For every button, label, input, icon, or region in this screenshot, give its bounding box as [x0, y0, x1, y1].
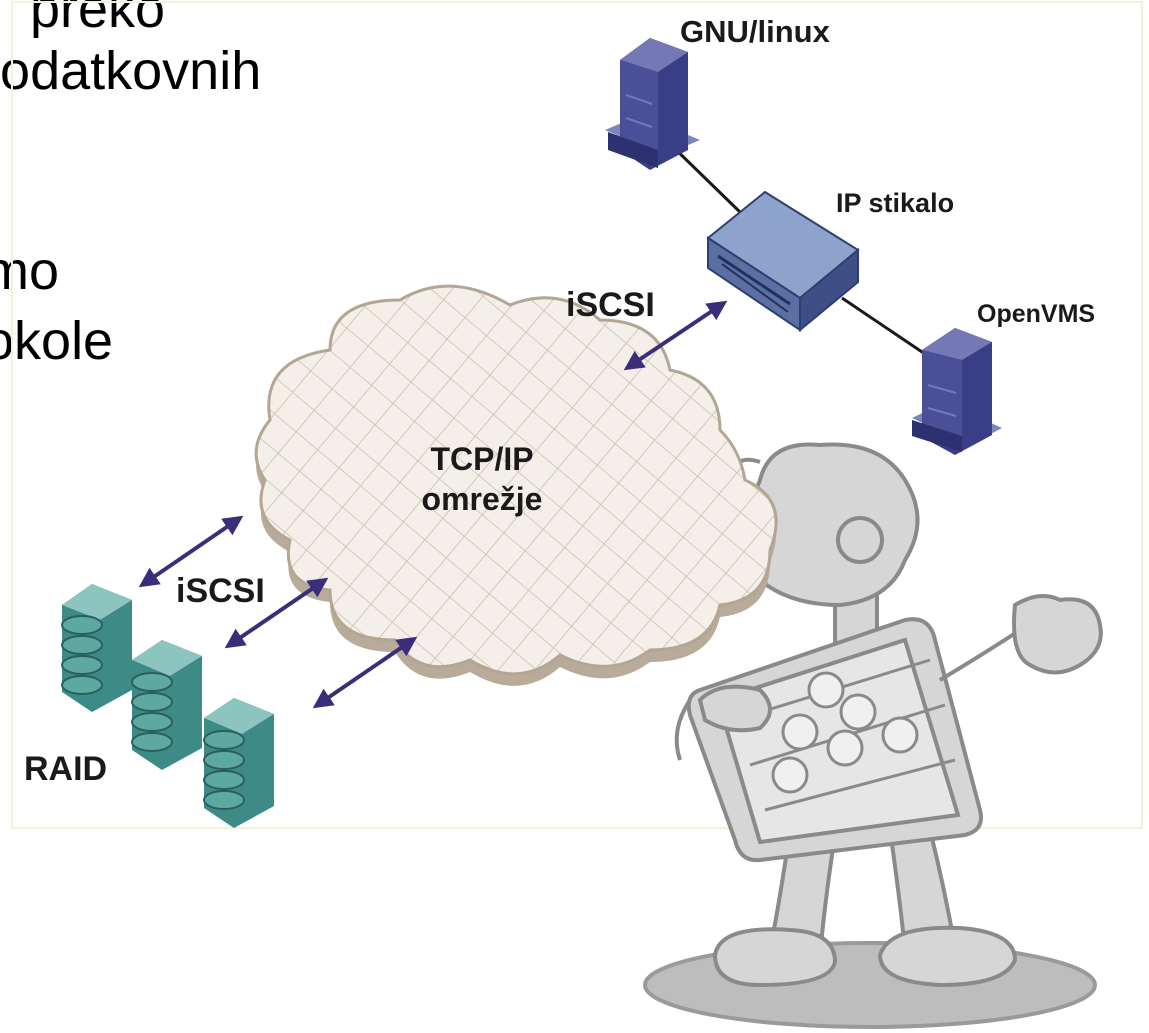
openvms-label: OpenVMS [977, 300, 1095, 328]
iscsi-arrow-left-1 [138, 515, 244, 588]
slide-text-line-2: podatkovnih [0, 41, 262, 101]
raid-storage-icon [61, 584, 274, 828]
iscsi-label-top: iSCSI [566, 286, 655, 324]
mascot-illustration [643, 442, 1103, 1029]
network-label-line-1: TCP/IP [430, 441, 533, 477]
gnu-linux-server-icon [605, 38, 700, 170]
raid-label: RAID [24, 750, 107, 788]
iscsi-arrow-left-2 [224, 577, 329, 649]
mascot-right-arm [938, 628, 1022, 682]
slide-frame [11, 1, 1143, 829]
slide-text-line-1: preko [30, 0, 166, 39]
iscsi-arrow-left-3 [312, 636, 418, 709]
mascot-abacus-beads [734, 658, 956, 812]
ip-switch-label: IP stikalo [836, 188, 954, 218]
mascot-ear [836, 516, 884, 564]
mascot-left-arm [674, 698, 692, 761]
network-label-line-2: omrežje [422, 481, 543, 517]
mascot-shadow [643, 941, 1097, 1029]
link-switch-to-openvms [841, 296, 929, 358]
iscsi-arrow-top [623, 300, 728, 371]
mascot-right-hand [1012, 594, 1103, 675]
gnu-linux-label: GNU/linux [680, 14, 831, 49]
openvms-server-icon [912, 328, 1002, 455]
mascot-left-foot [712, 927, 838, 988]
slide-text-line-3: mo [0, 241, 60, 301]
mascot-right-foot [877, 925, 1018, 988]
mascot-left-hand [697, 684, 772, 733]
ip-switch-icon [706, 190, 860, 333]
iscsi-label-left: iSCSI [176, 572, 265, 610]
tcpip-network-cloud: TCP/IP omrežje [254, 284, 778, 686]
